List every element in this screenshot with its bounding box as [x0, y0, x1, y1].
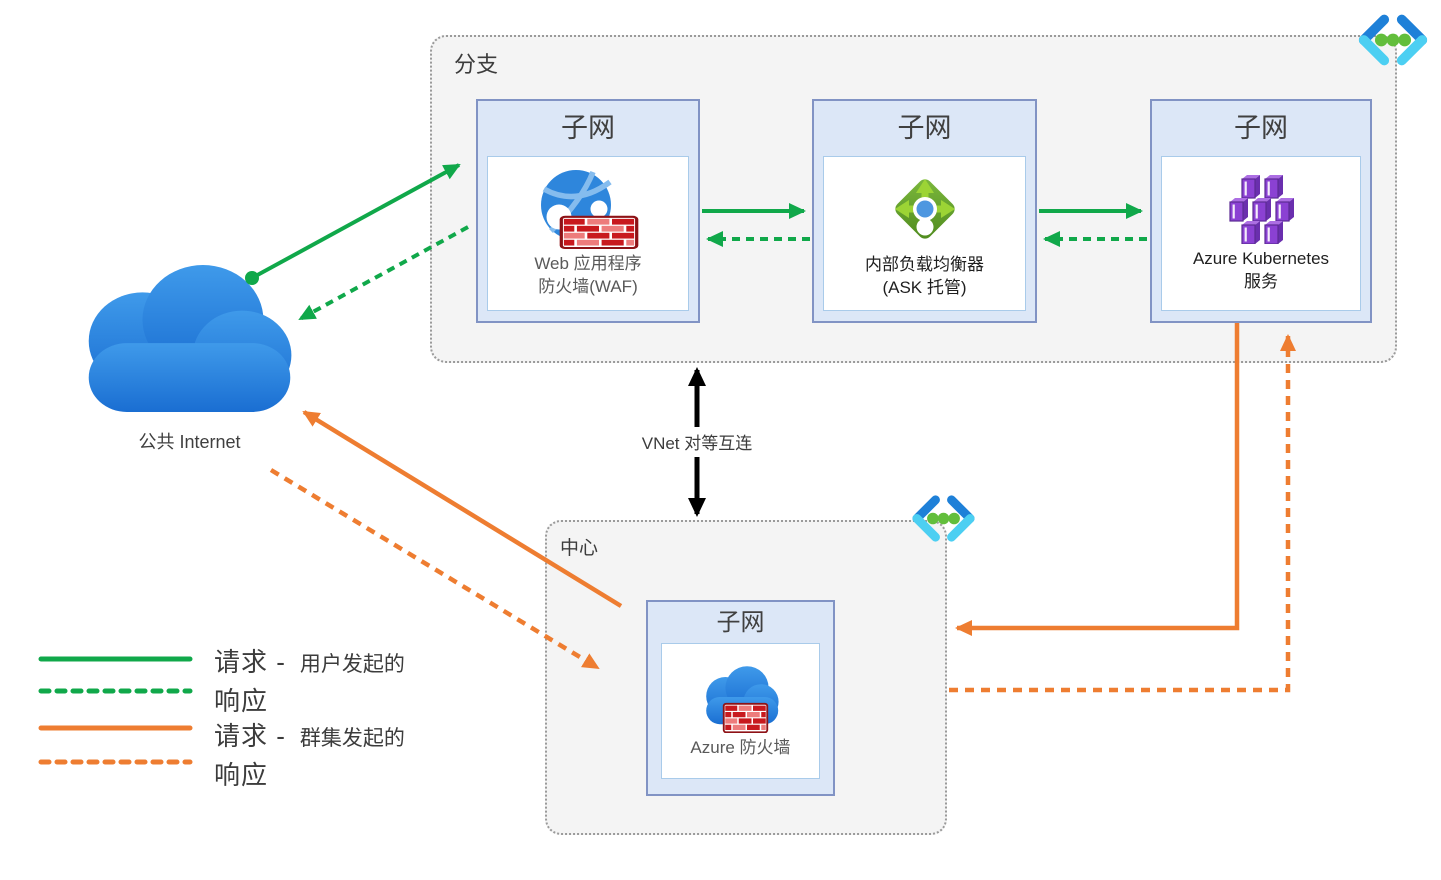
subnet-aks-label: Azure Kubernetes 服务 [1192, 249, 1330, 291]
virtual-network-icon [908, 492, 979, 545]
legend-item-response-cluster: 响应 [214, 755, 282, 792]
hub-vnet-container: 中心 子网 Azure 防火墙 [545, 520, 947, 835]
legend-item-request-user: 请求 - 用户发起的 [214, 642, 405, 679]
subnet-lb-label: 内部负载均衡器 (ASK 托管) [865, 255, 984, 297]
internal-load-balancer-icon [894, 179, 955, 239]
legend-term: 请求 - [214, 647, 286, 677]
legend-description: 用户发起的 [299, 653, 405, 676]
arrow-hub-to-aks-response [949, 334, 1296, 693]
branch-label: 分支 [454, 52, 499, 77]
legend-term: 响应 [214, 686, 269, 716]
subnet-lb-card: 内部负载均衡器 (ASK 托管) [823, 156, 1026, 311]
legend-item-request-cluster: 请求 - 群集发起的 [214, 716, 405, 753]
subnet-waf-card: Web 应用程序 防火墙(WAF) [487, 156, 689, 311]
subnet-aks: 子网 Azure Kubernetes 服务 [1150, 99, 1372, 323]
legend-term: 请求 - [214, 721, 286, 751]
branch-vnet-container: 分支 子网 Web 应用程序 防火墙(WAF) 子网 [430, 35, 1397, 363]
cloud-label: 公共 Internet [138, 432, 241, 452]
azure-firewall-icon [705, 665, 779, 733]
subnet-firewall-card: Azure 防火墙 [661, 643, 820, 779]
subnet-aks-card: Azure Kubernetes 服务 [1161, 156, 1361, 311]
legend-term: 响应 [214, 760, 269, 790]
subnet-aks-title: 子网 [1234, 113, 1288, 143]
subnet-firewall-label: Azure 防火墙 [690, 737, 791, 757]
subnet-firewall-title: 子网 [716, 609, 765, 636]
legend-item-response-user: 响应 [214, 681, 282, 718]
internet-cloud-icon [88, 265, 292, 412]
web-application-firewall-icon [541, 170, 639, 250]
hub-label: 中心 [560, 538, 599, 559]
legend-description: 群集发起的 [299, 727, 405, 750]
subnet-waf-label: Web 应用程序 防火墙(WAF) [534, 254, 642, 296]
subnet-waf: 子网 Web 应用程序 防火墙(WAF) [476, 99, 700, 323]
subnet-waf-title: 子网 [561, 113, 615, 143]
arrow-aks-to-hub-request [955, 323, 1240, 636]
subnet-firewall: 子网 Azure 防火墙 [646, 600, 835, 796]
azure-kubernetes-service-icon [1229, 174, 1295, 245]
vnet-peering-label: VNet 对等互连 [641, 434, 753, 453]
subnet-load-balancer: 子网 内部负载均衡器 (ASK 托管) [812, 99, 1037, 323]
subnet-lb-title: 子网 [897, 113, 952, 143]
virtual-network-icon [1354, 11, 1432, 69]
